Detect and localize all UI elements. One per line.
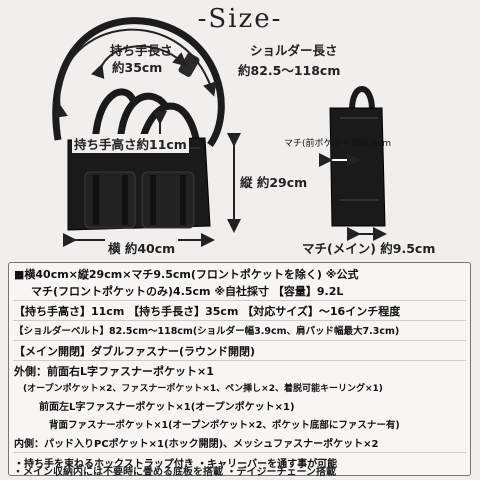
spec-line: 内側：パッド入りPCポケット×1(ホック開閉)、メッシュファスナーポケット×2 [14, 439, 379, 450]
side-view-handle [349, 86, 375, 111]
size-title: -Size- [197, 4, 283, 34]
spec-line: 【持ち手高さ】11cm 【持ち手長さ】35cm 【対応サイズ】～16インチ程度 [14, 305, 401, 318]
shoulder-length-arrow [53, 28, 217, 118]
spec-line: 背面ファスナーポケット×1(オープンポケット×2、ポケット底部にファスナー有) [49, 420, 400, 431]
spec-line: ■横40cm×縦29cm×マチ9.5cm(フロントポケットを除く) ※公式 [14, 268, 359, 281]
shoulder-pad [178, 53, 200, 77]
spec-line: (オープンポケット×2、ファスナーポケット×1、ペン挿し×2、着脱可能キーリング… [23, 384, 383, 394]
bag-illustration [52, 17, 387, 247]
width-label: 横 約40cm [105, 238, 179, 257]
handle-length-label: 持ち手長さ [110, 43, 173, 58]
handle-height-label: 持ち手高さ約11cm [72, 134, 189, 153]
gusset-front-label: マチ(前ポケット)約4.5cm [284, 139, 392, 149]
shoulder-length-value: 約82.5～118cm [238, 63, 341, 78]
handle-length-value: 約35cm [112, 60, 163, 75]
spec-line: 【ショルダーベルト】82.5cm～118cm(ショルダー幅3.9cm、肩パッド幅… [14, 326, 400, 337]
gusset-main-label: マチ(メイン) 約9.5cm [302, 241, 436, 256]
spec-line: ・持ち手を束ねるホックストラップ付き ・キャリーバーを通す事が可能 [14, 459, 338, 470]
handle-length-arrow [91, 45, 188, 79]
height-label: 縦 約29cm [240, 175, 308, 190]
spec-line-last: ・メイン収納内には不要時に畳める底板を搭載 ・デイジーチェーン搭載 [13, 467, 336, 478]
side-view-bag-body [329, 107, 386, 227]
spec-line: 外側：前面右L字ファスナーポケット×1 [14, 365, 214, 378]
front-pocket-right [141, 171, 195, 229]
spec-line: 【メイン開閉】ダブルファスナー(ラウンド開閉) [14, 345, 256, 358]
spec-box: ■横40cm×縦29cm×マチ9.5cm(フロントポケットを除く) ※公式 マチ… [8, 262, 471, 476]
spec-line: マチ(フロントポケットのみ)4.5cm ※自社採寸 【容量】9.2L [31, 285, 344, 298]
shoulder-strap [52, 17, 225, 148]
spec-line: 前面左L字ファスナーポケット×1(オープンポケット×1) [39, 402, 295, 413]
shoulder-length-label: ショルダー長さ [250, 43, 338, 58]
